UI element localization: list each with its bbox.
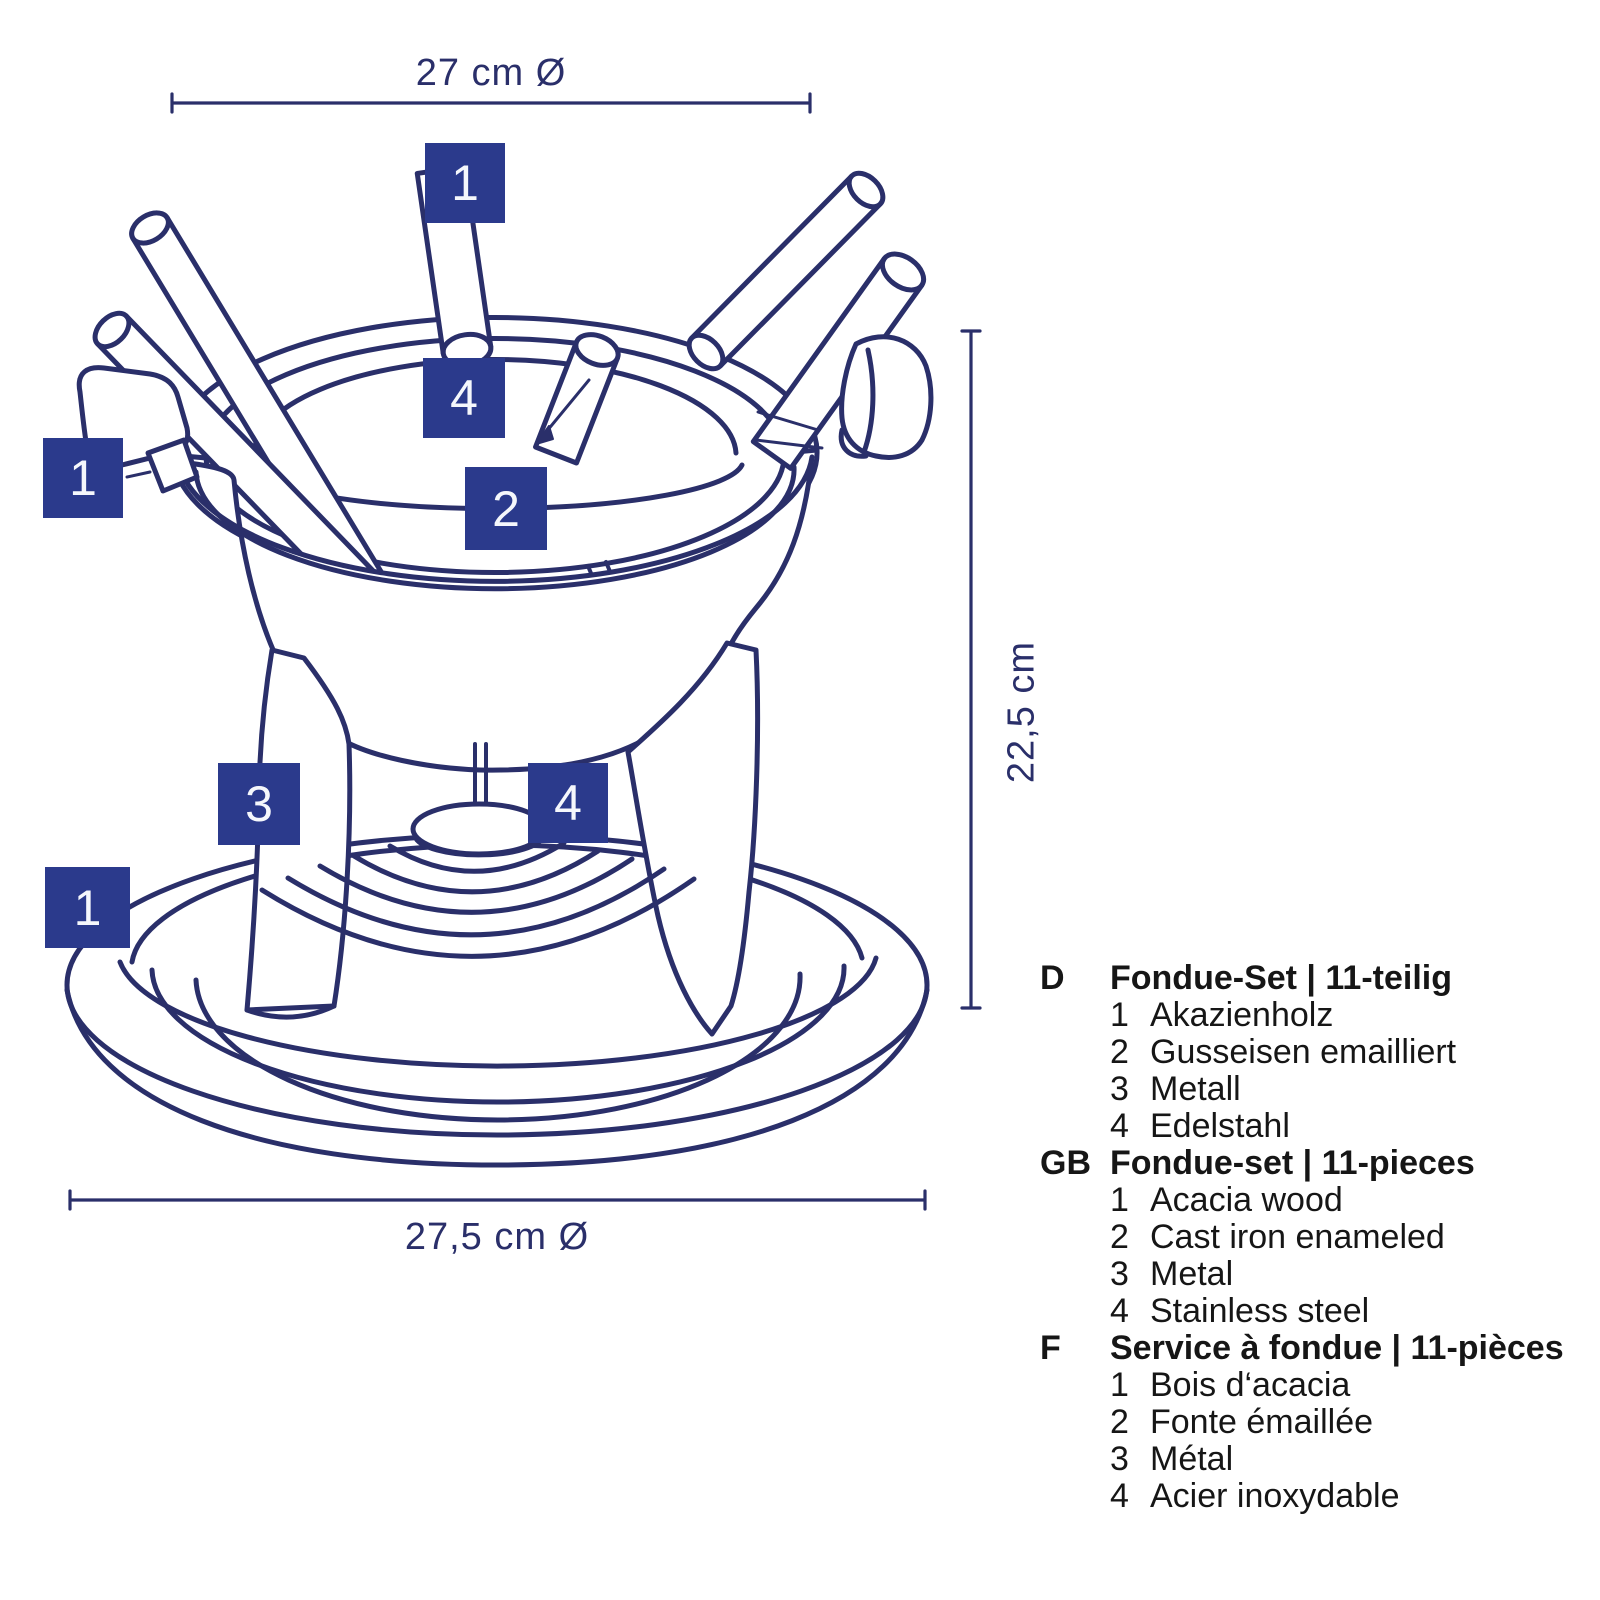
fork-prongs — [535, 378, 824, 450]
legend-title-fr: Service à fondue | 11-pièces — [1110, 1329, 1564, 1367]
legend-item: 1 Bois d‘acacia — [1110, 1366, 1351, 1404]
callout-pot: 2 — [465, 467, 547, 550]
legend-item: 4 Edelstahl — [1110, 1107, 1290, 1145]
callout-burner: 4 — [528, 763, 608, 843]
callout-stand: 3 — [218, 763, 300, 845]
legend-lang-fr: F — [1040, 1329, 1061, 1367]
legend-item: 2 Gusseisen emailliert — [1110, 1033, 1457, 1071]
legend-header-fr: F Service à fondue | 11-pièces — [1040, 1330, 1564, 1367]
legend-item: 3 Metal — [1110, 1255, 1234, 1293]
burner — [259, 742, 697, 959]
legend-item: 3 Métal — [1110, 1440, 1234, 1478]
legend-item: 2 Fonte émaillée — [1110, 1403, 1374, 1441]
legend-title-de: Fondue-Set | 11-teilig — [1110, 959, 1452, 997]
legend-item: 4 Stainless steel — [1110, 1292, 1370, 1330]
legend-header-de: D Fondue-Set | 11-teilig — [1040, 960, 1564, 997]
legend-header-gb: GB Fondue-set | 11-pieces — [1040, 1145, 1564, 1182]
legend-title-gb: Fondue-set | 11-pieces — [1110, 1144, 1475, 1182]
callout-handle-top: 1 — [425, 143, 505, 223]
legend-lang-gb: GB — [1040, 1144, 1091, 1182]
dimension-lines — [68, 92, 982, 1211]
legend-item: 1 Acacia wood — [1110, 1181, 1343, 1219]
callout-fork-steel: 4 — [423, 358, 505, 438]
base-plate — [64, 832, 930, 1168]
legend-item: 4 Acier inoxydable — [1110, 1477, 1400, 1515]
materials-legend: D Fondue-Set | 11-teilig 1 Akazienholz 2… — [1040, 960, 1564, 1515]
legend-item: 1 Akazienholz — [1110, 996, 1334, 1034]
callout-side-handle: 1 — [43, 438, 123, 518]
callout-plate: 1 — [45, 867, 130, 948]
dimension-right-label: 22,5 cm — [1000, 640, 1043, 784]
dimension-top-label: 27 cm Ø — [415, 52, 567, 94]
right-handle — [838, 334, 934, 460]
dimension-bottom-label: 27,5 cm Ø — [404, 1216, 590, 1258]
legend-item: 2 Cast iron enameled — [1110, 1218, 1445, 1256]
legend-item: 3 Metall — [1110, 1070, 1241, 1108]
legend-lang-de: D — [1040, 959, 1065, 997]
